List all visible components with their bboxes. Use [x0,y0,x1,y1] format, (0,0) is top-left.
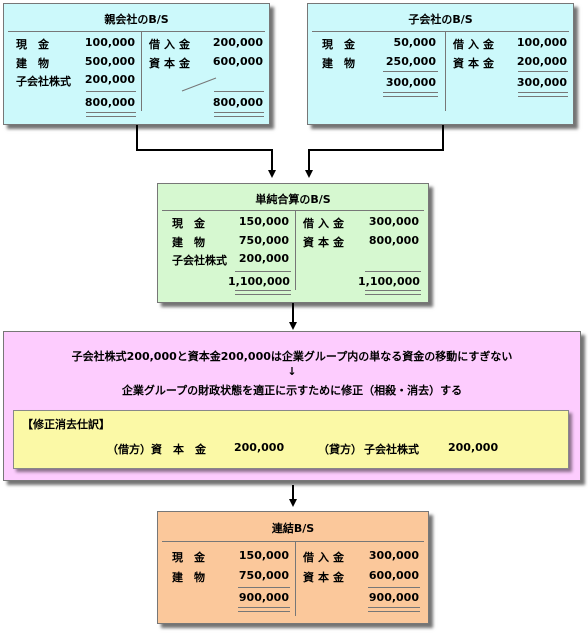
entry-credit-account: 子会社株式 [364,443,419,456]
entry-debit-amount: 200,000 [234,441,285,454]
parent-credit-label-0: 借入金 [149,38,194,51]
parent-credit-total: 800,000 [212,96,263,109]
simple-debit-value-2: 200,000 [238,252,289,265]
simple-credit-value-0: 300,000 [368,215,419,228]
entry-credit-amount: 200,000 [448,441,499,454]
parent-bs-title: 親会社のB/S [104,13,169,26]
cons-debit-label-1: 建 物 [172,571,205,584]
cons-debit-value-1: 750,000 [238,569,289,582]
consolidated-bs-title: 連結B/S [271,522,315,535]
parent-bs: 親会社のB/S 現 金 100,000 建 物 500,000 子会社株式 20… [3,3,270,125]
arrow-parent-to-simple [136,125,276,178]
down-arrow-icon: ↓ [287,365,297,378]
simple-sum-bs: 単純合算のB/S 現 金 150,000 建 物 750,000 子会社株式 2… [157,183,429,303]
simple-bs-title: 単純合算のB/S [255,193,331,206]
sub-credit-label-0: 借入金 [453,38,498,51]
parent-debit-label-1: 建 物 [16,57,49,70]
sub-debit-label-0: 現 金 [322,38,355,51]
parent-credit-value-1: 600,000 [212,55,263,68]
sub-credit-value-1: 200,000 [516,55,567,68]
cons-debit-value-0: 150,000 [238,549,289,562]
cons-credit-label-1: 資本金 [303,571,348,584]
parent-debit-total: 800,000 [84,96,135,109]
simple-debit-value-0: 150,000 [238,215,289,228]
cons-debit-label-0: 現 金 [172,551,205,564]
slash-mark [181,77,217,92]
simple-debit-total: 1,100,000 [228,275,290,288]
entry-debit-side: （借方） [107,443,151,456]
simple-credit-label-1: 資本金 [303,236,348,249]
simple-credit-label-0: 借入金 [303,217,348,230]
simple-debit-label-2: 子会社株式 [172,254,227,267]
subsidiary-bs: 子会社のB/S 現 金 50,000 建 物 250,000 借入金 100,0… [307,3,574,125]
cons-credit-value-0: 300,000 [368,549,419,562]
parent-debit-value-1: 500,000 [84,55,135,68]
simple-credit-value-1: 800,000 [368,234,419,247]
parent-debit-value-2: 200,000 [84,73,135,86]
cons-credit-label-0: 借入金 [303,551,348,564]
sub-debit-total: 300,000 [385,76,436,89]
explanation-line-2: 企業グループの財政状態を適正に示すために修正（相殺・消去）する [121,384,463,397]
entry-title: 【修正消去仕訳】 [22,418,110,431]
parent-credit-value-0: 200,000 [212,36,263,49]
parent-debit-value-0: 100,000 [84,36,135,49]
sub-debit-label-1: 建 物 [322,57,355,70]
consolidated-bs: 連結B/S 現 金 150,000 建 物 750,000 借入金 300,00… [157,511,429,624]
entry-credit-side: （貸方） [318,443,362,456]
sub-debit-value-0: 50,000 [393,36,436,49]
parent-credit-label-1: 資本金 [149,57,194,70]
elimination-entry: 【修正消去仕訳】 （借方） 資 本 金 200,000 （貸方） 子会社株式 2… [13,410,569,469]
simple-debit-label-1: 建 物 [172,236,205,249]
explanation-panel: 子会社株式200,000と資本金200,000は企業グループ内の単なる資金の移動… [3,331,581,481]
sub-credit-value-0: 100,000 [516,36,567,49]
arrow-sub-to-simple [305,125,444,178]
explanation-line-1: 子会社株式200,000と資本金200,000は企業グループ内の単なる資金の移動… [71,350,513,363]
cons-credit-total: 900,000 [368,591,419,604]
sub-credit-label-1: 資本金 [453,57,498,70]
sub-credit-total: 300,000 [516,76,567,89]
cons-debit-total: 900,000 [238,591,289,604]
sub-bs-title: 子会社のB/S [408,13,473,26]
simple-debit-label-0: 現 金 [172,217,205,230]
entry-debit-account: 資 本 金 [151,443,206,456]
simple-debit-value-1: 750,000 [238,234,289,247]
simple-credit-total: 1,100,000 [358,275,420,288]
parent-debit-label-2: 子会社株式 [16,75,71,88]
parent-debit-label-0: 現 金 [16,38,49,51]
cons-credit-value-1: 600,000 [368,569,419,582]
sub-debit-value-1: 250,000 [385,55,436,68]
